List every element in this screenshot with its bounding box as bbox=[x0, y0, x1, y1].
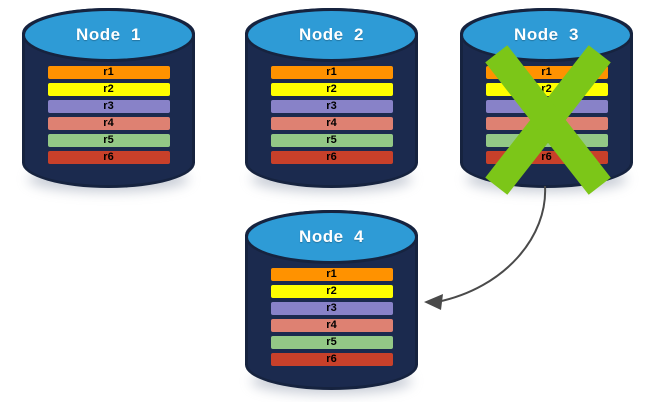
record-r3[interactable]: r3 bbox=[270, 302, 393, 315]
record-r6[interactable]: r6 bbox=[47, 151, 170, 164]
node-title: Node 3 bbox=[514, 25, 579, 44]
record-r2[interactable]: r2 bbox=[270, 83, 393, 96]
record-list: r1 r2 r3 r4 r5 r6 bbox=[460, 66, 633, 164]
record-list: r1 r2 r3 r4 r5 r6 bbox=[22, 66, 195, 164]
cylinder-top: Node 4 bbox=[245, 210, 418, 264]
record-r2[interactable]: r2 bbox=[485, 83, 608, 96]
record-r5[interactable]: r5 bbox=[485, 134, 608, 147]
node-title: Node 1 bbox=[76, 25, 141, 44]
record-r1[interactable]: r1 bbox=[485, 66, 608, 79]
record-r2[interactable]: r2 bbox=[47, 83, 170, 96]
record-r4[interactable]: r4 bbox=[485, 117, 608, 130]
record-r2[interactable]: r2 bbox=[270, 285, 393, 298]
cylinder-top: Node 3 bbox=[460, 8, 633, 62]
record-r1[interactable]: r1 bbox=[270, 66, 393, 79]
record-r5[interactable]: r5 bbox=[47, 134, 170, 147]
record-r3[interactable]: r3 bbox=[270, 100, 393, 113]
node-title: Node 4 bbox=[299, 227, 364, 246]
node-title: Node 2 bbox=[299, 25, 364, 44]
record-r1[interactable]: r1 bbox=[270, 268, 393, 281]
record-r3[interactable]: r3 bbox=[47, 100, 170, 113]
record-r6[interactable]: r6 bbox=[485, 151, 608, 164]
record-r5[interactable]: r5 bbox=[270, 134, 393, 147]
record-r3[interactable]: r3 bbox=[485, 100, 608, 113]
record-r4[interactable]: r4 bbox=[270, 117, 393, 130]
record-r5[interactable]: r5 bbox=[270, 336, 393, 349]
record-r1[interactable]: r1 bbox=[47, 66, 170, 79]
cylinder-top: Node 1 bbox=[22, 8, 195, 62]
cylinder-top: Node 2 bbox=[245, 8, 418, 62]
record-r4[interactable]: r4 bbox=[47, 117, 170, 130]
record-r6[interactable]: r6 bbox=[270, 151, 393, 164]
record-r4[interactable]: r4 bbox=[270, 319, 393, 332]
node-1[interactable]: Node 1 r1 r2 r3 r4 r5 r6 bbox=[22, 8, 195, 192]
node-3[interactable]: Node 3 r1 r2 r3 r4 r5 r6 bbox=[460, 8, 633, 195]
record-list: r1 r2 r3 r4 r5 r6 bbox=[245, 268, 418, 366]
node-2[interactable]: Node 2 r1 r2 r3 r4 r5 r6 bbox=[245, 8, 418, 192]
arrow-head-icon bbox=[424, 294, 443, 310]
record-r6[interactable]: r6 bbox=[270, 353, 393, 366]
node-4[interactable]: Node 4 r1 r2 r3 r4 r5 r6 bbox=[245, 210, 418, 394]
record-list: r1 r2 r3 r4 r5 r6 bbox=[245, 66, 418, 164]
arrow-curve bbox=[436, 185, 547, 303]
